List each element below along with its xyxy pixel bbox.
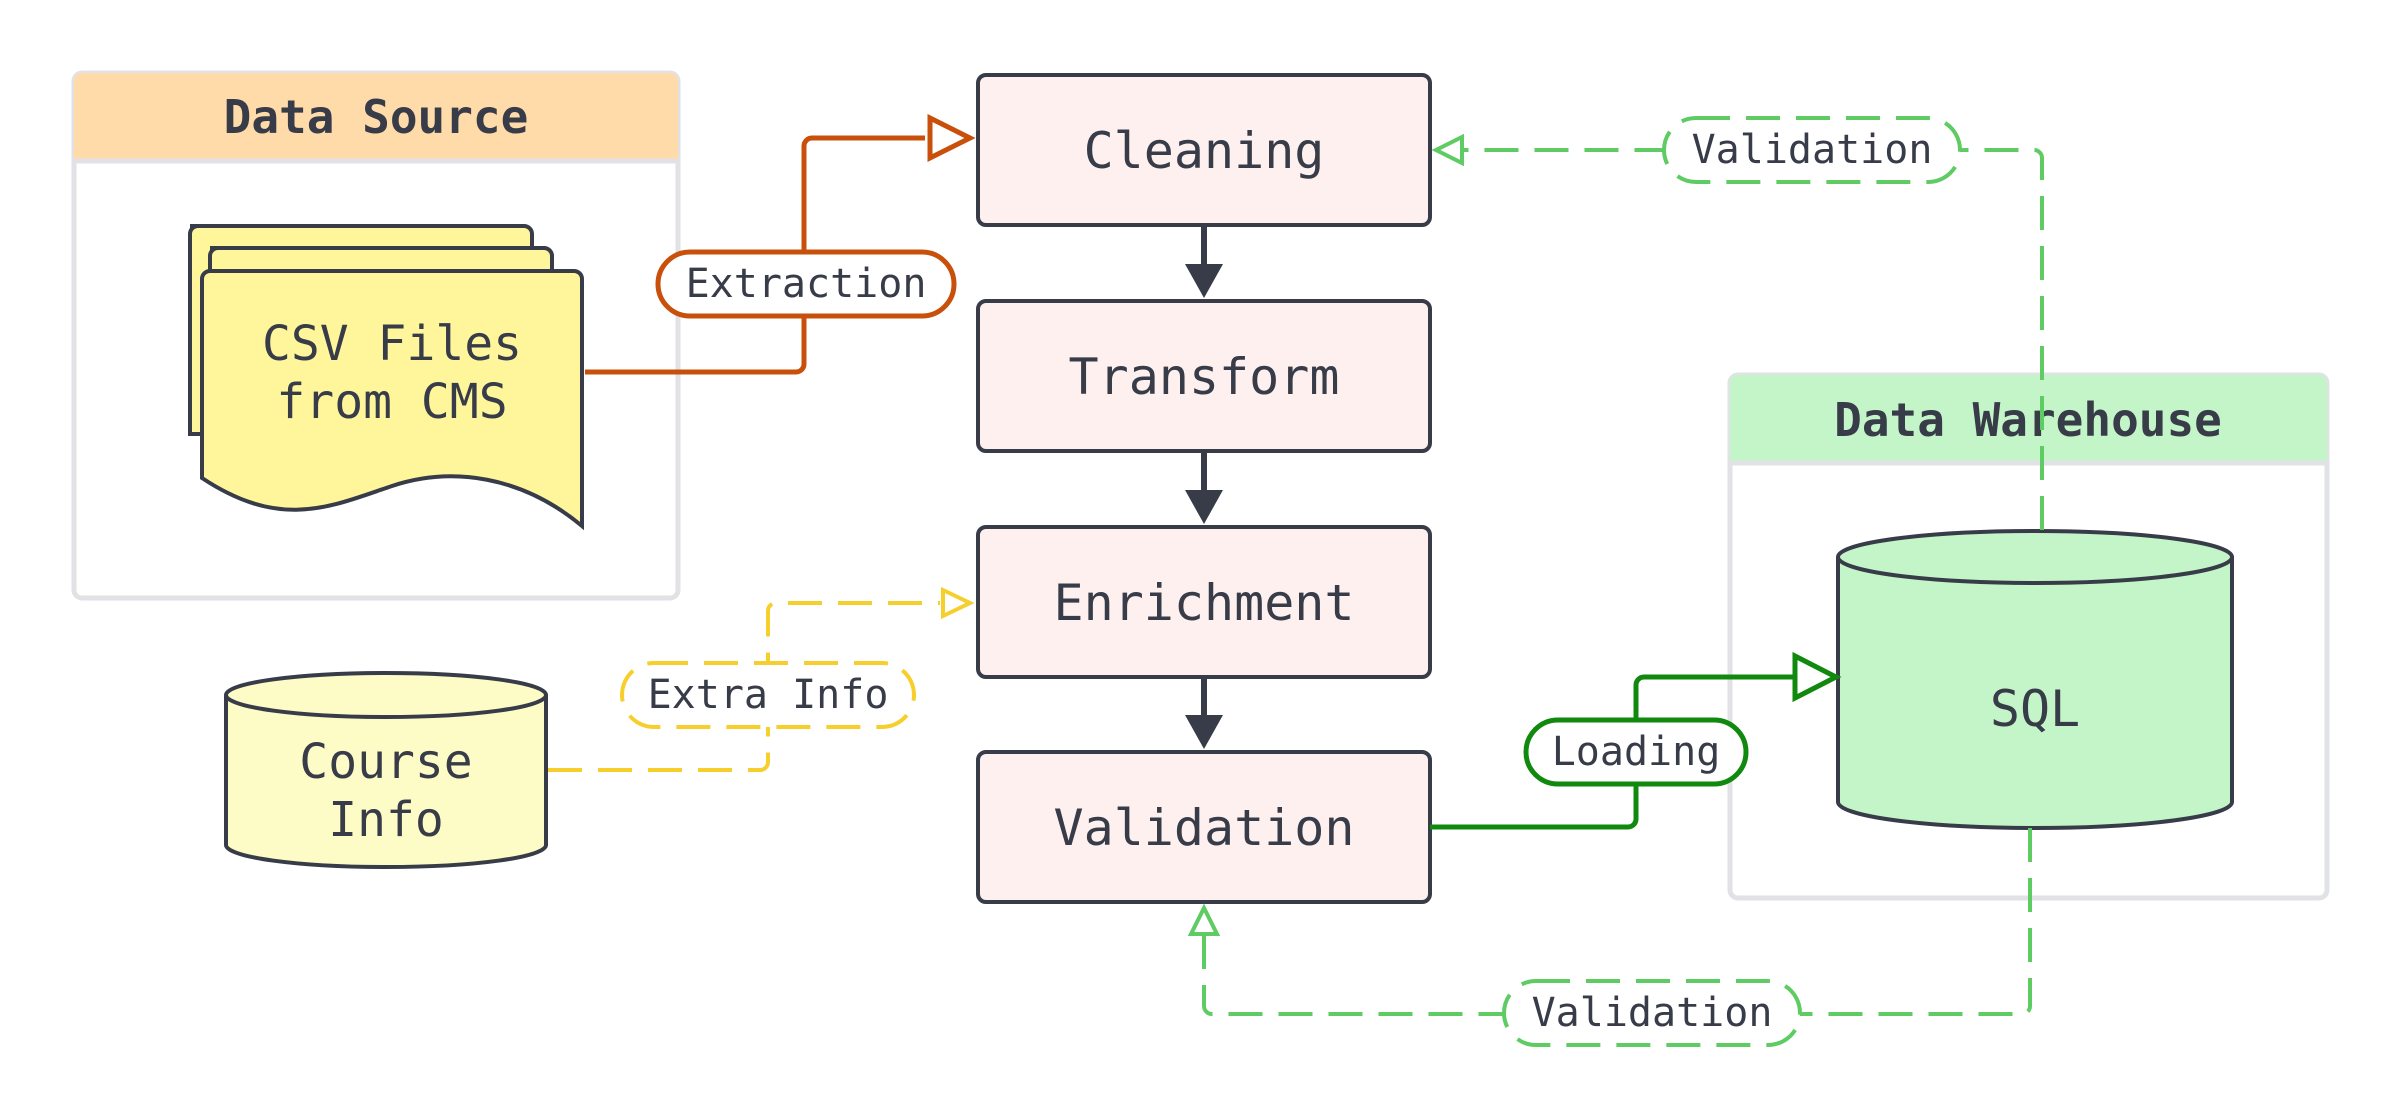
course-info-node[interactable]: Course Info [224,671,548,869]
document-stack-icon [188,224,584,531]
process-flow-arrows [1185,225,1223,749]
loading-label: Loading [1552,729,1721,775]
transform-label: Transform [1069,348,1340,406]
loading-edge[interactable]: Loading [1430,651,1842,830]
database-cylinder-icon [1836,529,2234,830]
cleaning-node[interactable]: Cleaning [976,73,1432,227]
csv-files-node[interactable]: CSV Files from CMS [188,224,584,531]
data-source-title: Data Source [224,90,529,144]
validation-feedback-top-edge[interactable]: Validation [1431,116,2044,530]
course-info-label-line1: Course [299,734,472,790]
sql-node[interactable]: SQL [1836,529,2234,830]
enrichment-label: Enrichment [1053,574,1354,632]
database-cylinder-icon [224,671,548,869]
course-info-label-line2: Info [328,792,444,848]
validation-top-label: Validation [1692,127,1933,173]
validation-feedback-bottom-edge[interactable]: Validation [1187,828,2032,1047]
validation-node[interactable]: Validation [976,750,1432,904]
extraction-edge[interactable]: Extraction [585,113,976,375]
transform-node[interactable]: Transform [976,299,1432,453]
sql-label: SQL [1990,680,2080,738]
extra-info-label: Extra Info [648,672,889,718]
cleaning-label: Cleaning [1084,122,1325,180]
csv-files-label-line2: from CMS [276,374,507,430]
extra-info-edge[interactable]: Extra Info [548,586,975,772]
extraction-label: Extraction [686,261,927,307]
validation-bottom-label: Validation [1532,990,1773,1036]
enrichment-node[interactable]: Enrichment [976,525,1432,679]
data-warehouse-title: Data Warehouse [1834,393,2222,447]
validation-label: Validation [1053,799,1354,857]
csv-files-label-line1: CSV Files [262,316,522,372]
